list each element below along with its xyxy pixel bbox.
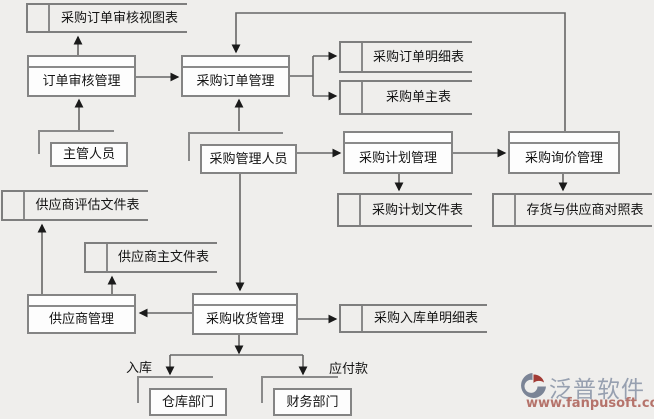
datastore-label: 供应商主文件表 [117, 250, 209, 265]
datastore-po-detail-table: 采购订单明细表 [339, 41, 472, 73]
entity-label: 仓库部门 [161, 394, 214, 410]
datastore-purchase-inbound-detail-table: 采购入库单明细表 [339, 304, 487, 333]
entity-label: 财务部门 [286, 394, 339, 410]
process-label: 订单审核管理 [42, 74, 121, 89]
process-supplier-mgmt: 供应商管理 [27, 294, 136, 334]
process-header-band [510, 133, 618, 144]
process-purchase-receiving-mgmt: 采购收货管理 [192, 293, 298, 335]
process-label: 采购询价管理 [524, 150, 603, 166]
process-label: 采购计划管理 [358, 150, 437, 166]
fanpu-watermark: 泛普软件 www.fanpusoft.com [520, 369, 654, 415]
process-label: 采购收货管理 [205, 312, 284, 327]
process-purchase-inquiry-mgmt: 采购询价管理 [508, 131, 620, 174]
datastore-purchase-plan-file-table: 采购计划文件表 [337, 193, 472, 227]
watermark-url-text: www.fanpusoft.com [526, 396, 654, 411]
entity-warehouse-dept: 仓库部门 [137, 376, 227, 416]
process-header-band [29, 57, 134, 68]
process-label: 采购订单管理 [196, 74, 275, 89]
datastore-label: 采购订单明细表 [372, 49, 464, 65]
datastore-po-master-table: 采购单主表 [339, 80, 472, 115]
datastore-label: 采购订单审核视图表 [60, 10, 178, 26]
entity-supervisor: 主管人员 [38, 130, 128, 167]
datastore-label: 存货与供应商对照表 [526, 202, 644, 218]
process-purchase-order-mgmt: 采购订单管理 [181, 55, 290, 97]
process-purchase-plan-mgmt: 采购计划管理 [343, 131, 453, 174]
datastore-inventory-supplier-map-table: 存货与供应商对照表 [492, 193, 652, 227]
process-header-band [345, 133, 451, 144]
process-header-band [29, 296, 134, 307]
entity-label: 主管人员 [62, 147, 115, 162]
datastore-label: 采购计划文件表 [371, 202, 463, 218]
datastore-po-audit-view-table: 采购订单审核视图表 [26, 3, 187, 33]
process-header-band [194, 295, 296, 306]
flow-label-inbound: 入库 [126, 361, 153, 376]
flow-label-payable: 应付款 [329, 362, 369, 377]
watermark-brand-text: 泛普软件 [549, 377, 645, 403]
datastore-label: 供应商评估文件表 [35, 198, 140, 213]
datastore-label: 采购入库单明细表 [373, 311, 478, 326]
entity-label: 采购管理人员 [209, 151, 288, 167]
process-order-audit-mgmt: 订单审核管理 [27, 55, 136, 97]
entity-finance-dept: 财务部门 [261, 376, 352, 416]
process-header-band [183, 57, 288, 68]
process-label: 供应商管理 [48, 312, 114, 327]
datastore-label: 采购单主表 [385, 90, 451, 105]
datastore-supplier-eval-file-table: 供应商评估文件表 [1, 190, 148, 221]
fanpu-logo-icon [521, 373, 546, 398]
datastore-supplier-master-file-table: 供应商主文件表 [84, 242, 217, 273]
entity-purchase-staff: 采购管理人员 [188, 132, 297, 174]
